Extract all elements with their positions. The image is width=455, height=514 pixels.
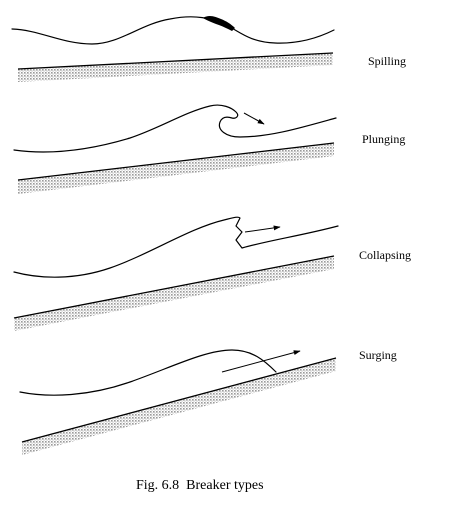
wave-profile-plunging	[13, 104, 337, 153]
label-surging: Surging	[359, 348, 397, 362]
wave-profile-surging	[19, 349, 277, 396]
panel-spilling: Spilling	[11, 16, 406, 82]
panel-surging: Surging	[19, 348, 397, 455]
seabed-surging	[22, 358, 336, 455]
seabed-plunging	[18, 143, 334, 194]
whitecap-foam	[203, 16, 235, 31]
label-collapsing: Collapsing	[359, 248, 411, 262]
beach-line-plunging	[17, 142, 335, 181]
figure-caption: Fig. 6.8 Breaker types	[136, 478, 264, 493]
panel-plunging: Plunging	[13, 104, 405, 194]
label-spilling: Spilling	[368, 54, 406, 68]
beach-line-collapsing	[13, 255, 335, 319]
wave-profile-collapsing	[13, 216, 339, 278]
panel-collapsing: Collapsing	[13, 216, 411, 331]
seabed-collapsing	[14, 256, 334, 331]
wave-profile-spilling	[11, 16, 335, 45]
beach-line-spilling	[17, 52, 334, 70]
label-plunging: Plunging	[362, 132, 405, 146]
beach-line-surging	[21, 357, 337, 443]
arrow-collapsing	[244, 225, 281, 233]
seabed-spilling	[18, 53, 333, 82]
arrow-surging	[221, 350, 301, 373]
arrow-plunging	[243, 112, 265, 125]
